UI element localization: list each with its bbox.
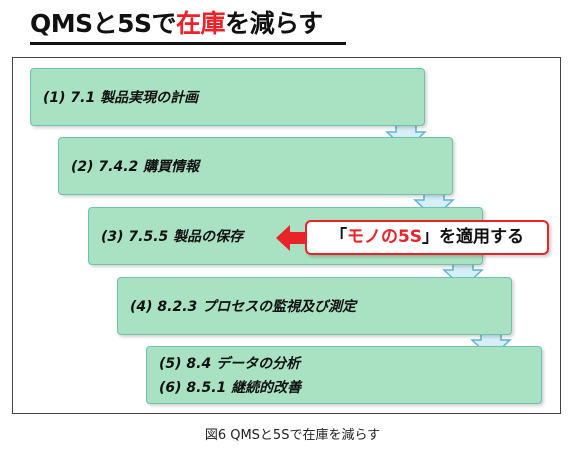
step-label-1: (1) 7.1 製品実現の計画 xyxy=(43,90,199,106)
block-arrow-left-icon xyxy=(276,225,310,251)
step-label-2: (2) 7.4.2 購買情報 xyxy=(71,159,200,175)
step-label-3: (3) 7.5.5 製品の保存 xyxy=(101,229,244,245)
step-box-2: (2) 7.4.2 購買情報 xyxy=(58,137,453,195)
step-box-4: (4) 8.2.3 プロセスの監視及び測定 xyxy=(117,277,512,335)
step-label-4: (4) 8.2.3 プロセスの監視及び測定 xyxy=(130,299,357,315)
callout-open: 「 xyxy=(329,227,347,247)
callout-rest: を適用する xyxy=(439,227,525,247)
title-accent: 在庫 xyxy=(176,9,226,38)
callout-box: 「モノの5S」を適用する xyxy=(305,220,549,255)
page-title: QMSと5Sで在庫を減らす xyxy=(30,6,323,42)
step-box-1: (1) 7.1 製品実現の計画 xyxy=(30,68,425,126)
step-label-5: (5) 8.4 データの分析 xyxy=(159,356,301,372)
step-box-5: (5) 8.4 データの分析 (6) 8.5.1 継続的改善 xyxy=(146,346,542,404)
callout-close: 」 xyxy=(422,227,440,247)
title-part-2: を減らす xyxy=(225,9,323,38)
step-label-6: (6) 8.5.1 継続的改善 xyxy=(159,380,302,396)
left-arrow xyxy=(276,225,310,251)
title-underline xyxy=(30,42,346,45)
callout-highlight: モノの5S xyxy=(346,227,423,247)
title-part-1: QMSと5Sで xyxy=(30,9,177,38)
figure-caption: 図6 QMSと5Sで在庫を減らす xyxy=(204,428,381,443)
